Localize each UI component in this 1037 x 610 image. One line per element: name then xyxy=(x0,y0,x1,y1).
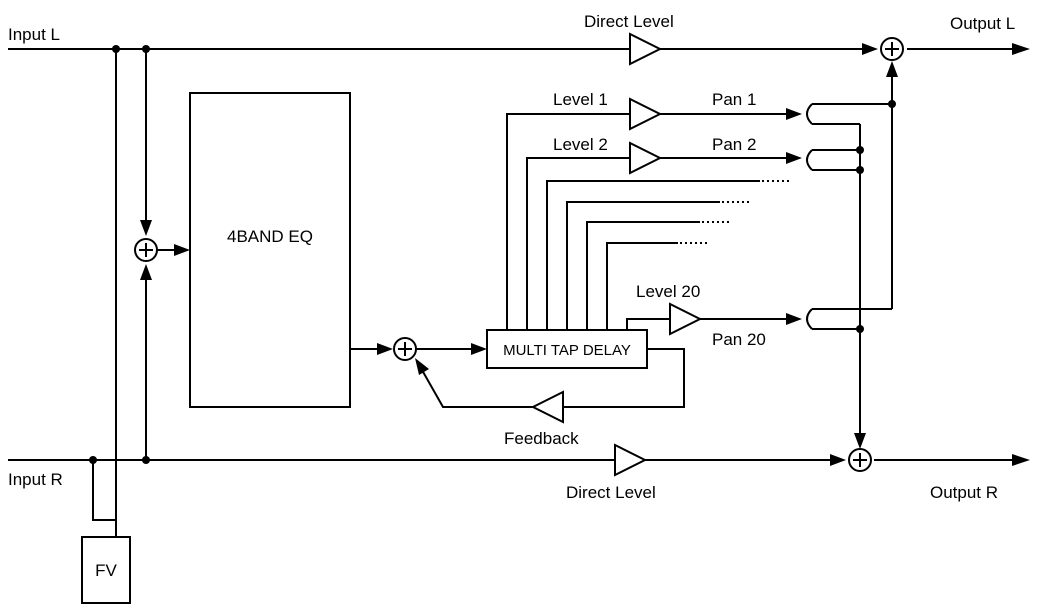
tap-20-line xyxy=(626,318,670,330)
tap-4-line xyxy=(566,201,720,330)
tap-6-line xyxy=(606,242,678,330)
label-direct-level-top: Direct Level xyxy=(584,12,674,31)
feedback-amp xyxy=(530,390,564,424)
direct-level-r-amp xyxy=(614,443,648,477)
label-eq: 4BAND EQ xyxy=(227,227,313,246)
direct-level-l-amp xyxy=(629,32,663,66)
label-fv: FV xyxy=(95,561,117,580)
eq-box xyxy=(189,92,351,408)
arrow-output-l xyxy=(1012,43,1030,55)
label-output-r: Output R xyxy=(930,483,998,502)
tap-1-line xyxy=(506,113,630,330)
label-level-1: Level 1 xyxy=(553,90,608,109)
feedback-loop-back xyxy=(421,369,533,408)
arrow-mix-l xyxy=(140,220,152,236)
arrow-mix-r xyxy=(140,264,152,280)
tap-2-line xyxy=(526,157,630,330)
feedback-loop-out xyxy=(563,348,685,408)
level-20-amp xyxy=(669,302,703,336)
pan-1-splitter xyxy=(806,103,892,125)
tap-5-line xyxy=(586,221,700,330)
junction-bus-r-20 xyxy=(856,325,864,333)
arrow-to-sum-l xyxy=(862,43,878,55)
label-input-r: Input R xyxy=(8,470,63,489)
label-output-l: Output L xyxy=(950,14,1015,33)
pan-20-splitter xyxy=(806,308,892,330)
junction-mix-l xyxy=(142,45,150,53)
label-delay: MULTI TAP DELAY xyxy=(503,342,631,359)
label-input-l: Input L xyxy=(8,25,60,44)
arrow-pan-20 xyxy=(786,313,802,325)
junction-bus-l-1 xyxy=(888,100,896,108)
label-direct-level-bottom: Direct Level xyxy=(566,483,656,502)
arrow-pan-1 xyxy=(786,108,802,120)
label-level-20: Level 20 xyxy=(636,282,700,301)
label-pan-20: Pan 20 xyxy=(712,330,766,349)
label-feedback: Feedback xyxy=(504,429,579,448)
arrow-to-eq xyxy=(174,244,190,256)
arrow-to-sum-r xyxy=(830,454,846,466)
arrow-output-r xyxy=(1012,454,1030,466)
fv-wire-r xyxy=(92,460,116,521)
arrow-to-delay xyxy=(471,343,487,355)
junction-bus-r-2 xyxy=(856,166,864,174)
junction-mix-r xyxy=(142,456,150,464)
arrow-feedback xyxy=(415,358,429,375)
label-pan-1: Pan 1 xyxy=(712,90,756,109)
arrow-bus-l xyxy=(886,61,898,77)
label-level-2: Level 2 xyxy=(553,135,608,154)
arrow-pan-2 xyxy=(786,152,802,164)
level-1-amp xyxy=(629,97,663,131)
fv-box xyxy=(81,536,131,604)
delay-box xyxy=(486,329,648,369)
junction-bus-r-1 xyxy=(856,146,864,154)
tap-3-line xyxy=(546,180,760,330)
pan-2-splitter xyxy=(806,149,860,171)
arrow-to-sum-fb xyxy=(377,343,393,355)
label-pan-2: Pan 2 xyxy=(712,135,756,154)
level-2-amp xyxy=(629,141,663,175)
junction-fv-r xyxy=(89,456,97,464)
junction-fv-l xyxy=(112,45,120,53)
arrow-bus-r xyxy=(854,433,866,449)
